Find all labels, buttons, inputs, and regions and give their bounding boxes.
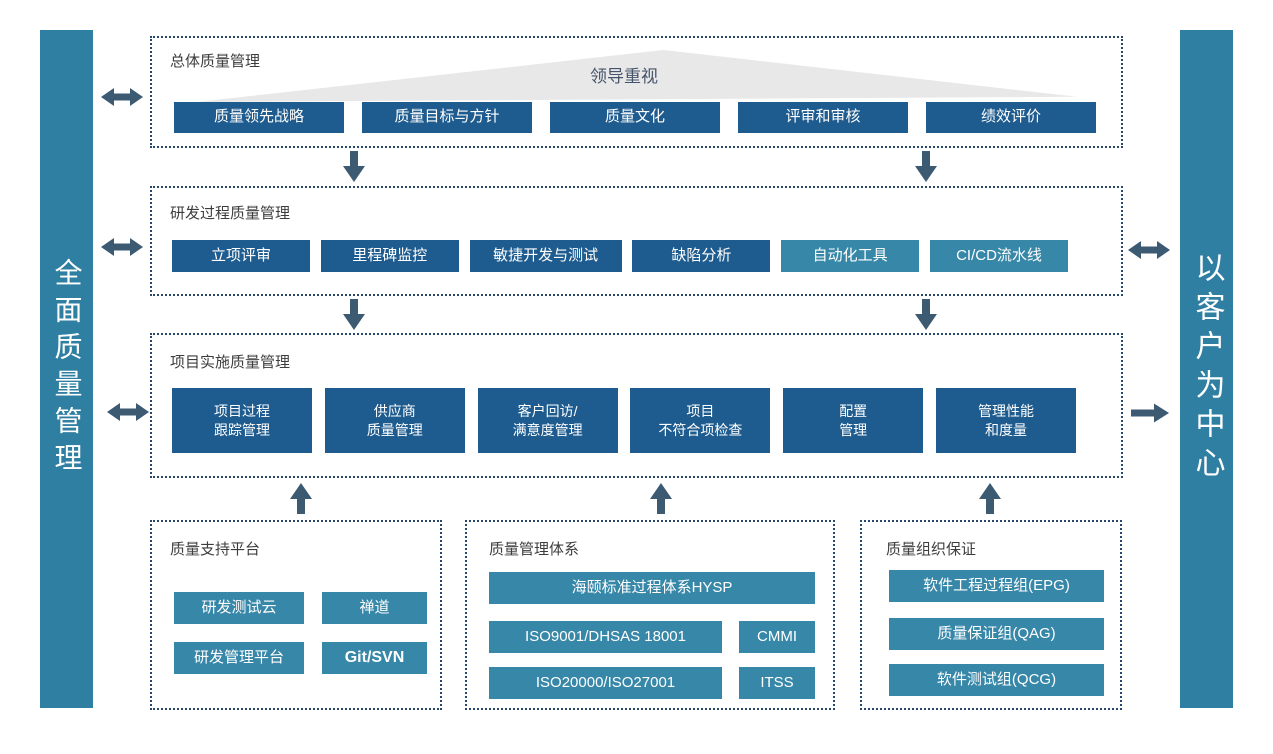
- project-box-title: 项目实施质量管理: [170, 354, 291, 371]
- org-box: 质量组织保证 软件工程过程组(EPG) 质量保证组(QAG) 软件测试组(QCG…: [860, 520, 1122, 710]
- up-arrow-icon: [979, 483, 1001, 514]
- block-defect-analysis: 缺陷分析: [632, 240, 771, 272]
- block-cicd-pipeline: CI/CD流水线: [929, 240, 1068, 272]
- block-qag: 质量保证组(QAG): [889, 618, 1104, 650]
- block-performance-eval: 绩效评价: [926, 102, 1096, 133]
- block-quality-strategy: 质量领先战略: [174, 102, 344, 133]
- down-arrow-icon: [343, 151, 365, 182]
- overall-quality-box: 总体质量管理 领导重视 质量领先战略 质量目标与方针 质量文化 评审和审核 绩效…: [150, 36, 1123, 148]
- block-review-audit: 评审和审核: [738, 102, 908, 133]
- block-rd-test-cloud: 研发测试云: [174, 592, 304, 624]
- block-supplier-quality: 供应商质量管理: [324, 388, 465, 453]
- org-box-title: 质量组织保证: [886, 541, 977, 558]
- block-git-svn: Git/SVN: [322, 642, 427, 674]
- block-project-tracking: 项目过程跟踪管理: [172, 388, 312, 453]
- block-milestone-monitoring: 里程碑监控: [320, 240, 459, 272]
- overall-button-row: 质量领先战略 质量目标与方针 质量文化 评审和审核 绩效评价: [174, 102, 1096, 133]
- block-quality-goals: 质量目标与方针: [362, 102, 532, 133]
- double-arrow-icon: [1128, 241, 1170, 259]
- down-arrow-icon: [915, 299, 937, 330]
- block-hysp: 海颐标准过程体系HYSP: [489, 572, 815, 604]
- platform-box-title: 质量支持平台: [170, 541, 261, 558]
- down-arrow-icon: [343, 299, 365, 330]
- double-arrow-icon: [107, 403, 149, 421]
- block-epg: 软件工程过程组(EPG): [889, 570, 1104, 602]
- project-button-row: 项目过程跟踪管理 供应商质量管理 客户回访/满意度管理 项目不符合项检查 配置管…: [172, 388, 1076, 453]
- left-banner-text: 全面质量管理: [51, 258, 83, 480]
- block-itss: ITSS: [739, 667, 815, 699]
- right-banner-text: 以客户为中心: [1190, 252, 1224, 486]
- block-nonconformity-check: 项目不符合项检查: [630, 388, 771, 453]
- rd-process-box: 研发过程质量管理 立项评审 里程碑监控 敏捷开发与测试 缺陷分析 自动化工具 C…: [150, 186, 1123, 296]
- up-arrow-icon: [290, 483, 312, 514]
- left-banner: 全面质量管理: [40, 30, 93, 708]
- block-automation-tools: 自动化工具: [781, 240, 920, 272]
- block-quality-culture: 质量文化: [550, 102, 720, 133]
- block-project-approval-review: 立项评审: [172, 240, 310, 272]
- block-iso20000: ISO20000/ISO27001: [489, 667, 722, 699]
- block-zentao: 禅道: [322, 592, 427, 624]
- system-box-title: 质量管理体系: [489, 541, 580, 558]
- right-banner: 以客户为中心: [1180, 30, 1233, 708]
- block-performance-measurement: 管理性能和度量: [935, 388, 1076, 453]
- block-cmmi: CMMI: [739, 621, 815, 653]
- down-arrow-icon: [915, 151, 937, 182]
- overall-box-title: 总体质量管理: [170, 53, 261, 70]
- project-impl-box: 项目实施质量管理 项目过程跟踪管理 供应商质量管理 客户回访/满意度管理 项目不…: [150, 333, 1123, 478]
- double-arrow-icon: [101, 88, 143, 106]
- block-qcg: 软件测试组(QCG): [889, 664, 1104, 696]
- right-arrow-icon: [1131, 403, 1169, 423]
- rd-box-title: 研发过程质量管理: [170, 205, 291, 222]
- block-configuration-mgmt: 配置管理: [783, 388, 924, 453]
- block-iso9001: ISO9001/DHSAS 18001: [489, 621, 722, 653]
- block-agile-dev-test: 敏捷开发与测试: [469, 240, 622, 272]
- block-rd-mgmt-platform: 研发管理平台: [174, 642, 304, 674]
- block-customer-satisfaction: 客户回访/满意度管理: [477, 388, 618, 453]
- up-arrow-icon: [650, 483, 672, 514]
- system-box: 质量管理体系 海颐标准过程体系HYSP ISO9001/DHSAS 18001 …: [465, 520, 835, 710]
- rd-button-row: 立项评审 里程碑监控 敏捷开发与测试 缺陷分析 自动化工具 CI/CD流水线: [172, 240, 1068, 272]
- leadership-label: 领导重视: [590, 67, 658, 86]
- double-arrow-icon: [101, 238, 143, 256]
- platform-box: 质量支持平台 研发测试云 禅道 研发管理平台 Git/SVN: [150, 520, 442, 710]
